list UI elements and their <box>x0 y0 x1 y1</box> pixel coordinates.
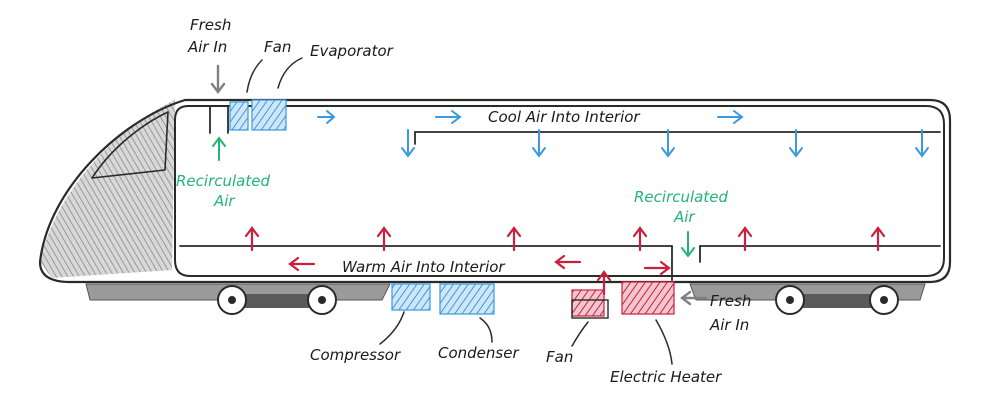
cabin-outline <box>174 105 945 277</box>
cool-arrow-right <box>317 110 336 124</box>
label-evaporator: Evaporator <box>310 42 394 60</box>
compressor-unit <box>391 283 431 311</box>
label-cool-air: Cool Air Into Interior <box>488 108 640 126</box>
label-warm-air: Warm Air Into Interior <box>342 258 505 276</box>
leader-fan-bottom <box>571 321 589 347</box>
warm-arrow-up <box>632 226 648 252</box>
cool-arrow-down <box>401 129 415 158</box>
upper-duct <box>209 105 941 145</box>
bogie-right <box>775 285 899 315</box>
label-fresh-air-bottom-2: Air In <box>709 316 749 334</box>
recirculated-arrows <box>212 136 695 258</box>
electric-heater-unit <box>621 281 675 315</box>
condenser-unit <box>439 283 495 315</box>
cool-arrow-down <box>661 129 675 158</box>
train-outline <box>38 98 952 284</box>
windscreen <box>91 111 169 179</box>
label-compressor: Compressor <box>310 346 401 364</box>
cool-arrow-right <box>435 110 462 124</box>
lower-duct <box>179 245 941 281</box>
label-fresh-air-bottom: Fresh <box>710 292 751 310</box>
evaporator-unit <box>251 99 287 131</box>
train-nose-shading <box>40 100 175 278</box>
warm-arrow-up <box>596 270 612 296</box>
leader-evaporator <box>277 57 303 89</box>
label-condenser: Condenser <box>438 344 519 362</box>
leader-heater <box>655 319 673 365</box>
cool-arrow-down <box>789 129 803 158</box>
bogie-left <box>217 285 337 315</box>
label-fan-bottom: Fan <box>546 348 573 366</box>
label-recirculated-right: Recirculated <box>634 188 728 206</box>
warm-arrow-right <box>643 260 671 276</box>
labels: Fresh Air In Fan Evaporator Cool Air Int… <box>176 16 751 386</box>
warm-arrow-up <box>376 226 392 252</box>
warm-arrow-up <box>244 226 260 252</box>
label-recirculated-left: Recirculated <box>176 172 270 190</box>
undercarriage <box>85 283 926 315</box>
warm-arrow-left <box>554 254 582 270</box>
cool-arrow-down <box>915 129 929 158</box>
fresh-arrow-down <box>210 64 226 94</box>
cool-arrow-down <box>532 129 546 158</box>
label-fresh-air-top-2: Air In <box>187 38 227 56</box>
cool-air-arrows <box>317 110 929 158</box>
fan-bottom-unit <box>571 289 605 317</box>
leader-condenser <box>479 317 493 343</box>
warm-arrow-left <box>288 256 316 272</box>
recirculated-arrow-up <box>212 136 226 161</box>
warm-air-arrows <box>244 226 886 296</box>
fresh-air-arrows <box>210 64 708 306</box>
leader-lines <box>246 57 673 365</box>
fresh-arrow-left <box>680 290 708 306</box>
leader-compressor <box>379 311 405 345</box>
leader-fan-top <box>246 59 263 93</box>
label-recirculated-right-2: Air <box>673 208 695 226</box>
warm-arrow-up <box>506 226 522 252</box>
warm-arrow-up <box>870 226 886 252</box>
label-electric-heater: Electric Heater <box>610 368 722 386</box>
train-body <box>38 98 952 284</box>
label-fresh-air-top: Fresh <box>190 16 231 34</box>
label-fan-top: Fan <box>264 38 291 56</box>
recirculated-arrow-down <box>681 231 695 258</box>
fan-bottom-housing <box>571 299 609 319</box>
label-recirculated-left-2: Air <box>213 192 235 210</box>
warm-arrow-up <box>737 226 753 252</box>
cool-arrow-right <box>717 110 744 124</box>
fan-top-unit <box>229 101 249 131</box>
